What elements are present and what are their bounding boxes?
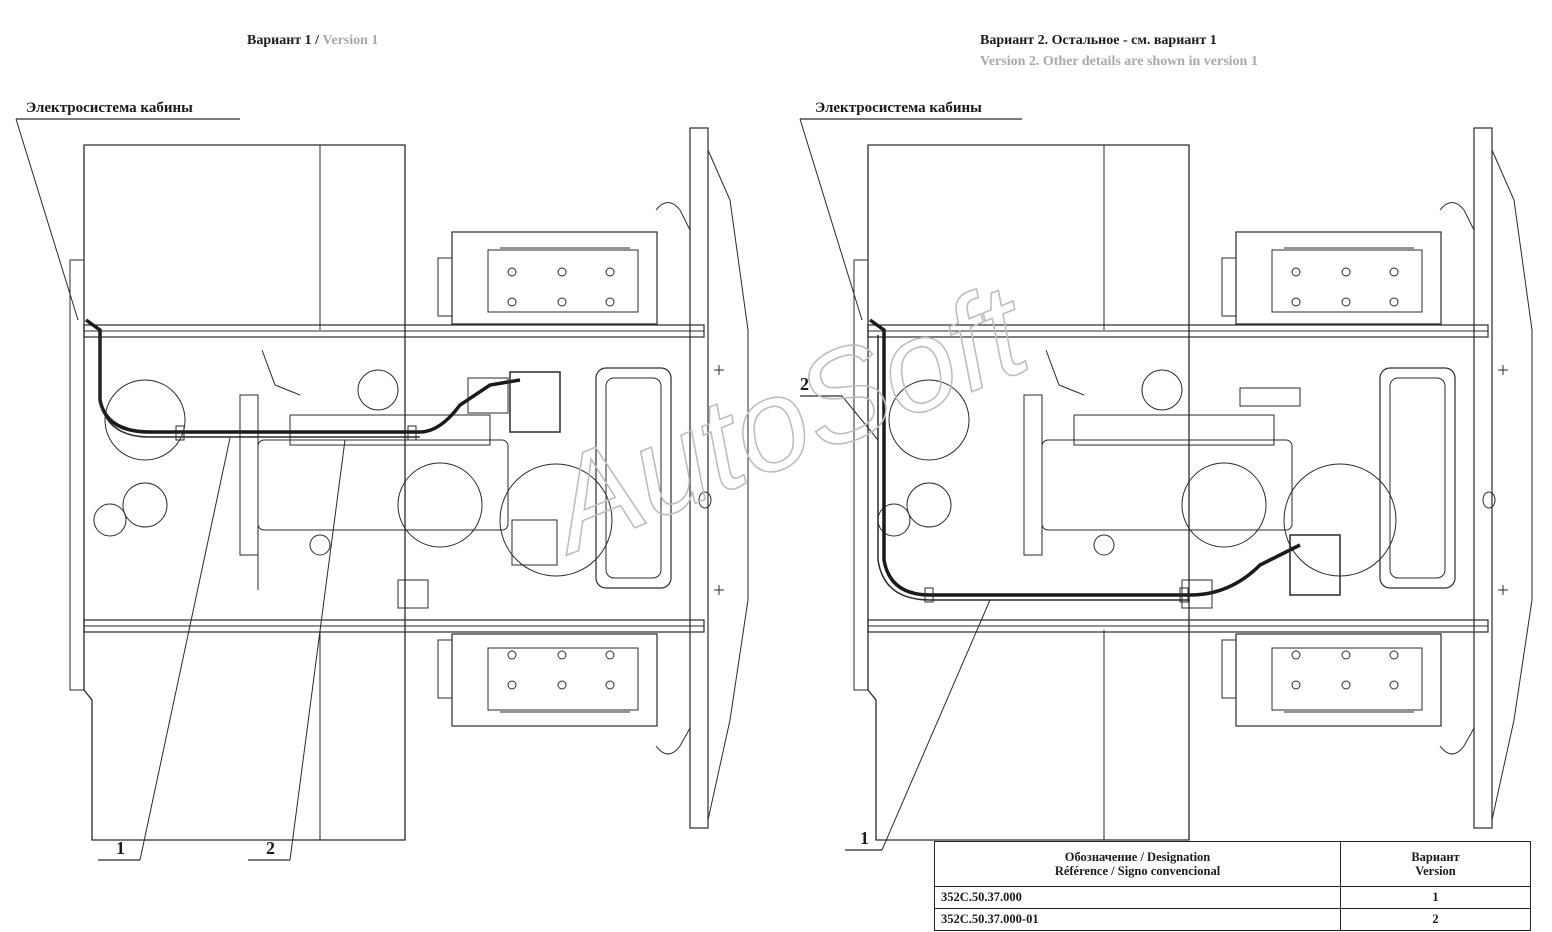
designation-header-line1: Обозначение / Designation	[1064, 850, 1211, 864]
designation-header: Обозначение / Designation Référence / Si…	[934, 841, 1341, 887]
right-cab-electrics-label: Электросистема кабины	[815, 100, 982, 116]
right-variant-title-ru: Вариант 2. Остальное - см. вариант 1	[980, 33, 1217, 48]
row-designation: 352С.50.37.000	[934, 886, 1341, 909]
table-row: 352С.50.37.000-01 2	[934, 908, 1531, 931]
watermark-text: AutoSoft	[522, 255, 1050, 582]
right-variant-title-en: Version 2. Other details are shown in ve…	[980, 54, 1258, 69]
right-view	[799, 118, 1533, 851]
left-item-1-number: 1	[116, 838, 125, 858]
right-item-1-number: 1	[860, 828, 869, 848]
left-variant-title-en: Version 1	[322, 33, 379, 48]
row-version: 2	[1340, 908, 1531, 931]
table-row: 352С.50.37.000 1	[934, 886, 1531, 909]
left-cab-electrics-label: Электросистема кабины	[26, 100, 193, 116]
spec-table-header: Обозначение / Designation Référence / Si…	[934, 841, 1531, 887]
right-item-2-number: 2	[800, 374, 809, 394]
row-version: 1	[1340, 886, 1531, 909]
left-variant-title: Вариант 1 / Version 1	[247, 33, 378, 49]
version-header-line2: Version	[1415, 864, 1456, 878]
left-view	[15, 118, 749, 861]
left-variant-title-ru: Вариант 1 /	[247, 33, 320, 48]
spec-table: Обозначение / Designation Référence / Si…	[934, 841, 1531, 931]
designation-header-line2: Référence / Signo convencional	[1054, 864, 1221, 878]
version-header-line1: Вариант	[1411, 850, 1460, 864]
version-header: Вариант Version	[1340, 841, 1531, 887]
left-item-2-number: 2	[266, 838, 275, 858]
row-designation: 352С.50.37.000-01	[934, 908, 1341, 931]
